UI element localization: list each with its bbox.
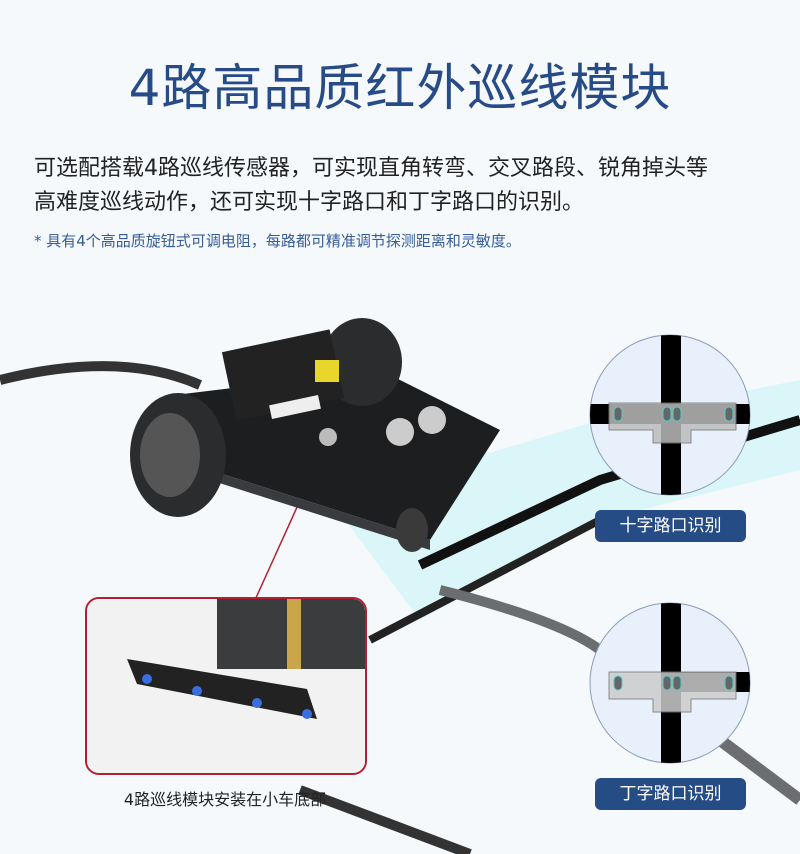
footnote: * 具有4个高品质旋钮式可调电阻，每路都可精准调节探测距离和灵敏度。 bbox=[34, 232, 521, 250]
track-line-gray-2 bbox=[716, 735, 800, 805]
description: 可选配搭载4路巡线传感器，可实现直角转弯、交叉路段、锐角掉头等 高难度巡线动作，… bbox=[34, 152, 774, 220]
ultrasonic-left bbox=[386, 418, 414, 446]
t-intersection-diagram bbox=[589, 602, 751, 764]
callout-line bbox=[254, 504, 299, 601]
sensor-closeup-photo bbox=[85, 597, 367, 775]
track-line-lower bbox=[368, 516, 602, 644]
description-line-1: 可选配搭载4路巡线传感器，可实现直角转弯、交叉路段、锐角掉头等 bbox=[34, 156, 708, 181]
cross-intersection-label: 十字路口识别 bbox=[595, 510, 746, 542]
track-line-gray bbox=[438, 585, 603, 655]
wheel-right bbox=[322, 318, 402, 406]
cross-intersection-diagram bbox=[589, 334, 751, 496]
t-intersection-label: 丁字路口识别 bbox=[595, 778, 746, 810]
ultrasonic-right bbox=[418, 406, 446, 434]
page-title: 4路高品质红外巡线模块 bbox=[128, 59, 672, 117]
description-line-2: 高难度巡线动作，还可实现十字路口和丁字路口的识别。 bbox=[34, 190, 585, 215]
sensor-board bbox=[127, 659, 317, 719]
inset-caption: 4路巡线模块安装在小车底部 bbox=[123, 790, 327, 809]
robot-car bbox=[130, 318, 500, 552]
caster-wheel bbox=[396, 508, 428, 552]
track-line-bottom bbox=[298, 785, 472, 854]
track-line-left bbox=[0, 361, 203, 390]
